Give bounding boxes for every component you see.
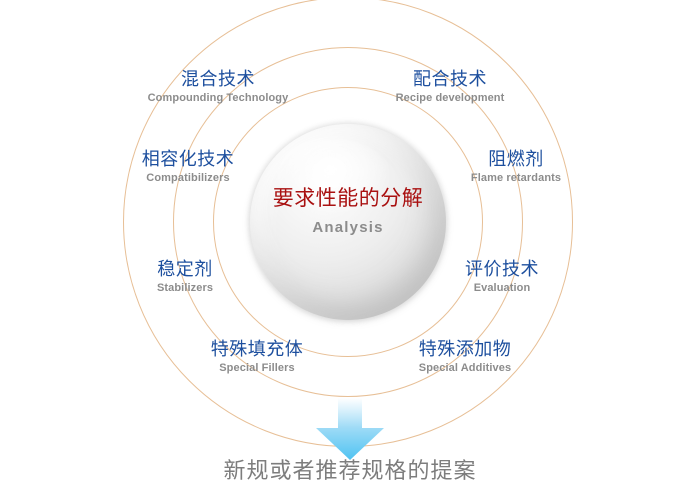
node-stabilizers[interactable]: 稳定剂 Stabilizers bbox=[140, 258, 230, 295]
center-title-cn: 要求性能的分解 bbox=[272, 187, 424, 210]
node-label-cn: 特殊填充体 bbox=[210, 339, 304, 359]
node-special-fillers[interactable]: 特殊填充体 Special Fillers bbox=[197, 338, 317, 375]
node-recipe-development[interactable]: 配合技术 Recipe development bbox=[385, 68, 515, 105]
node-label-cn: 特殊添加物 bbox=[418, 339, 512, 359]
node-label-en: Special Additives bbox=[418, 362, 512, 374]
node-label-en: Recipe development bbox=[395, 92, 505, 104]
node-label-cn: 评价技术 bbox=[465, 259, 539, 279]
node-special-additives[interactable]: 特殊添加物 Special Additives bbox=[400, 338, 530, 375]
node-label-cn: 配合技术 bbox=[413, 69, 487, 89]
node-label-en: Flame retardants bbox=[470, 172, 562, 184]
node-label-cn: 阻燃剂 bbox=[488, 149, 544, 169]
center-title-en: Analysis bbox=[312, 219, 384, 236]
node-label-cn: 相容化技术 bbox=[141, 149, 235, 169]
node-label-en: Stabilizers bbox=[156, 282, 214, 294]
node-label-cn: 混合技术 bbox=[181, 69, 255, 89]
sphere-highlight bbox=[274, 138, 390, 214]
node-label-en: Compounding Technology bbox=[147, 92, 289, 104]
node-compounding-technology[interactable]: 混合技术 Compounding Technology bbox=[143, 68, 293, 105]
node-evaluation[interactable]: 评价技术 Evaluation bbox=[452, 258, 552, 295]
node-flame-retardants[interactable]: 阻燃剂 Flame retardants bbox=[466, 148, 566, 185]
node-compatibilizers[interactable]: 相容化技术 Compatibilizers bbox=[133, 148, 243, 185]
center-label: 要求性能的分解 Analysis bbox=[248, 185, 448, 237]
node-label-en: Special Fillers bbox=[219, 362, 295, 374]
bottom-caption: 新规或者推荐规格的提案 bbox=[223, 458, 477, 483]
node-label-en: Evaluation bbox=[473, 282, 531, 294]
node-label-cn: 稳定剂 bbox=[157, 259, 213, 279]
arrow-shape bbox=[316, 398, 384, 460]
node-label-en: Compatibilizers bbox=[146, 172, 230, 184]
center-sphere bbox=[248, 122, 448, 322]
arrow-down-icon bbox=[316, 398, 384, 460]
